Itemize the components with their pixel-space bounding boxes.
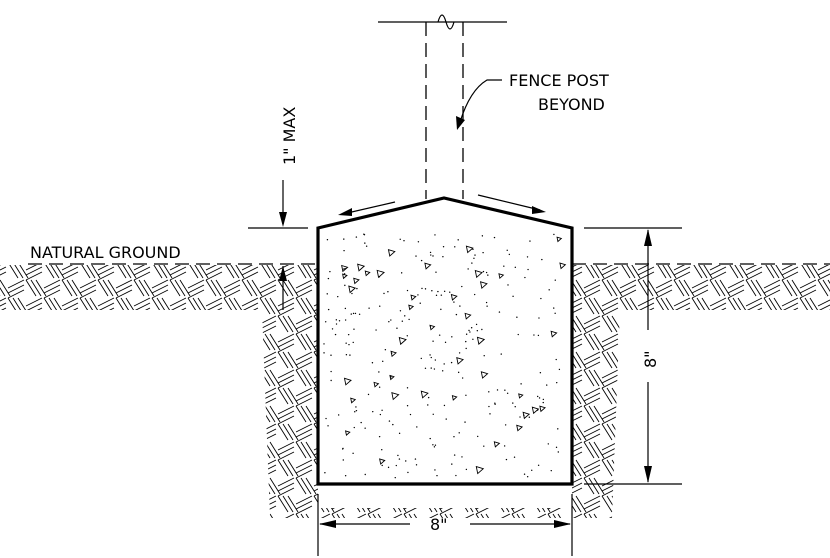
width-dimension	[317, 494, 573, 556]
concrete-stipple	[323, 233, 567, 479]
natural-ground-label: NATURAL GROUND	[30, 243, 181, 262]
fence-post-label: FENCE POST	[509, 71, 609, 90]
footing-outline	[316, 196, 574, 486]
width-dimension-label: 8"	[430, 515, 448, 534]
height-dimension	[584, 227, 682, 485]
fence-post-leader	[456, 79, 502, 130]
soil-hatch	[0, 265, 830, 518]
height-dimension-label: 8"	[641, 350, 660, 368]
max-dimension	[248, 180, 308, 310]
fence-post	[378, 14, 507, 199]
fence-post-label-2: BEYOND	[538, 95, 605, 114]
max-dimension-label: 1" MAX	[280, 107, 299, 165]
break-symbol	[437, 14, 455, 30]
slope-arrows	[338, 194, 546, 216]
